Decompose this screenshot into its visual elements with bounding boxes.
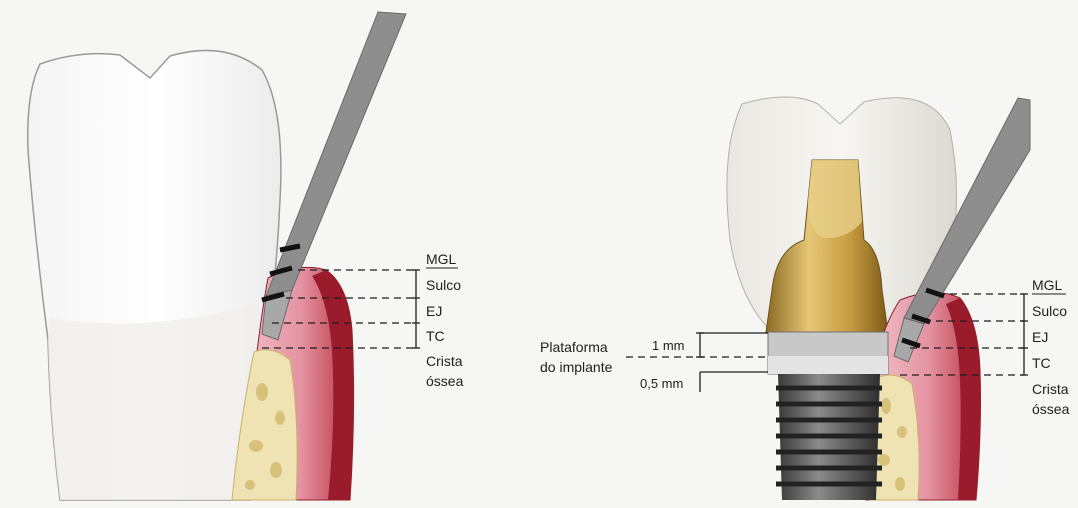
left-label-mgl: MGL [426, 251, 457, 267]
left-measure-bracket [412, 270, 420, 348]
label-one-mm: 1 mm [652, 338, 685, 353]
right-panel: MGL Sulco EJ TC Crista óssea 1 mm 0,5 mm… [540, 97, 1070, 500]
left-label-tc: TC [426, 328, 445, 344]
left-label-sulco: Sulco [426, 277, 461, 293]
implant-threads [776, 388, 882, 484]
right-measure-bracket [1020, 294, 1028, 375]
right-label-mgl: MGL [1032, 277, 1063, 293]
right-label-sulco: Sulco [1032, 303, 1067, 319]
label-plataforma-1: Plataforma [540, 339, 608, 355]
right-label-ej: EJ [1032, 329, 1048, 345]
left-panel: MGL Sulco EJ TC Crista óssea [28, 12, 464, 500]
left-label-crista-2: óssea [426, 373, 464, 389]
label-plataforma-2: do implante [540, 359, 613, 375]
left-label-crista-1: Crista [426, 353, 463, 369]
right-label-tc: TC [1032, 355, 1051, 371]
label-half-mm: 0,5 mm [640, 376, 683, 391]
left-label-ej: EJ [426, 303, 442, 319]
left-periodontal-probe [266, 12, 406, 296]
abutment-top-facet [808, 160, 862, 238]
implant-collar-band [768, 356, 888, 374]
right-label-crista-1: Crista [1032, 381, 1069, 397]
right-label-crista-2: óssea [1032, 401, 1070, 417]
